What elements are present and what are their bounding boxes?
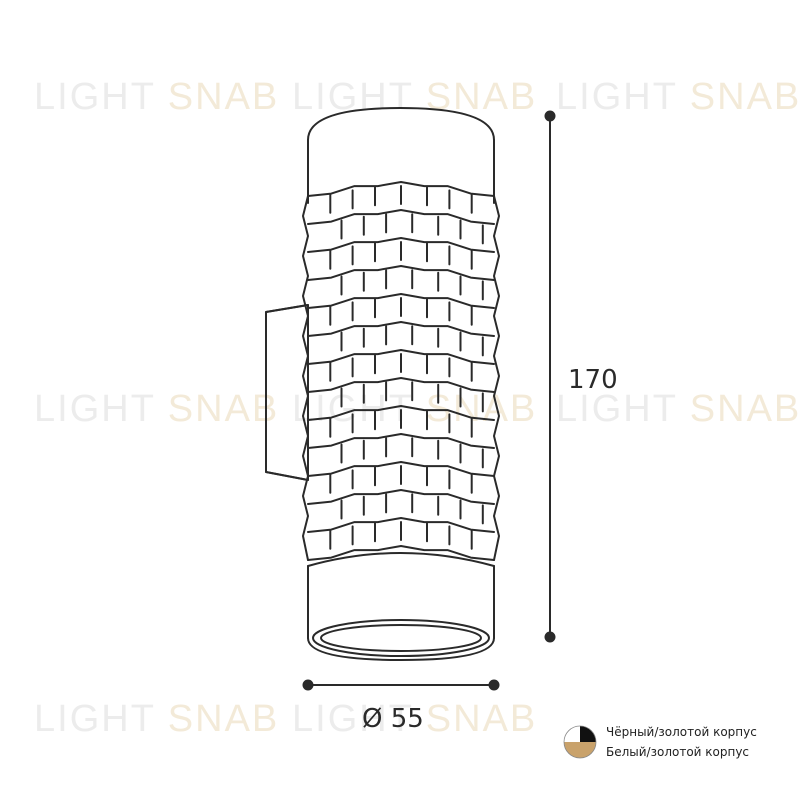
watermark: LIGHT SNAB xyxy=(34,698,280,740)
height-dimension xyxy=(544,110,556,643)
watermark: LIGHT SNAB xyxy=(556,76,802,118)
finish-legend: Чёрный/золотой корпус Белый/золотой корп… xyxy=(606,722,757,762)
watermark: LIGHT SNAB xyxy=(292,698,538,740)
legend-item: Чёрный/золотой корпус xyxy=(606,725,757,739)
watermark: LIGHT SNAB xyxy=(556,388,802,430)
cylinder-body xyxy=(307,107,495,204)
legend-item: Белый/золотой корпус xyxy=(606,745,750,759)
perforated-mesh xyxy=(302,181,500,561)
height-label: 170 xyxy=(568,365,618,395)
wall-bracket xyxy=(265,304,309,481)
bottom-ring xyxy=(307,552,495,661)
watermark: LIGHT SNAB xyxy=(292,388,538,430)
diameter-label: Ø 55 xyxy=(362,704,424,734)
diameter-dimension xyxy=(302,679,500,691)
color-swatch-icon xyxy=(563,725,597,759)
watermark: LIGHT SNAB xyxy=(34,76,280,118)
watermark: LIGHT SNAB xyxy=(34,388,280,430)
